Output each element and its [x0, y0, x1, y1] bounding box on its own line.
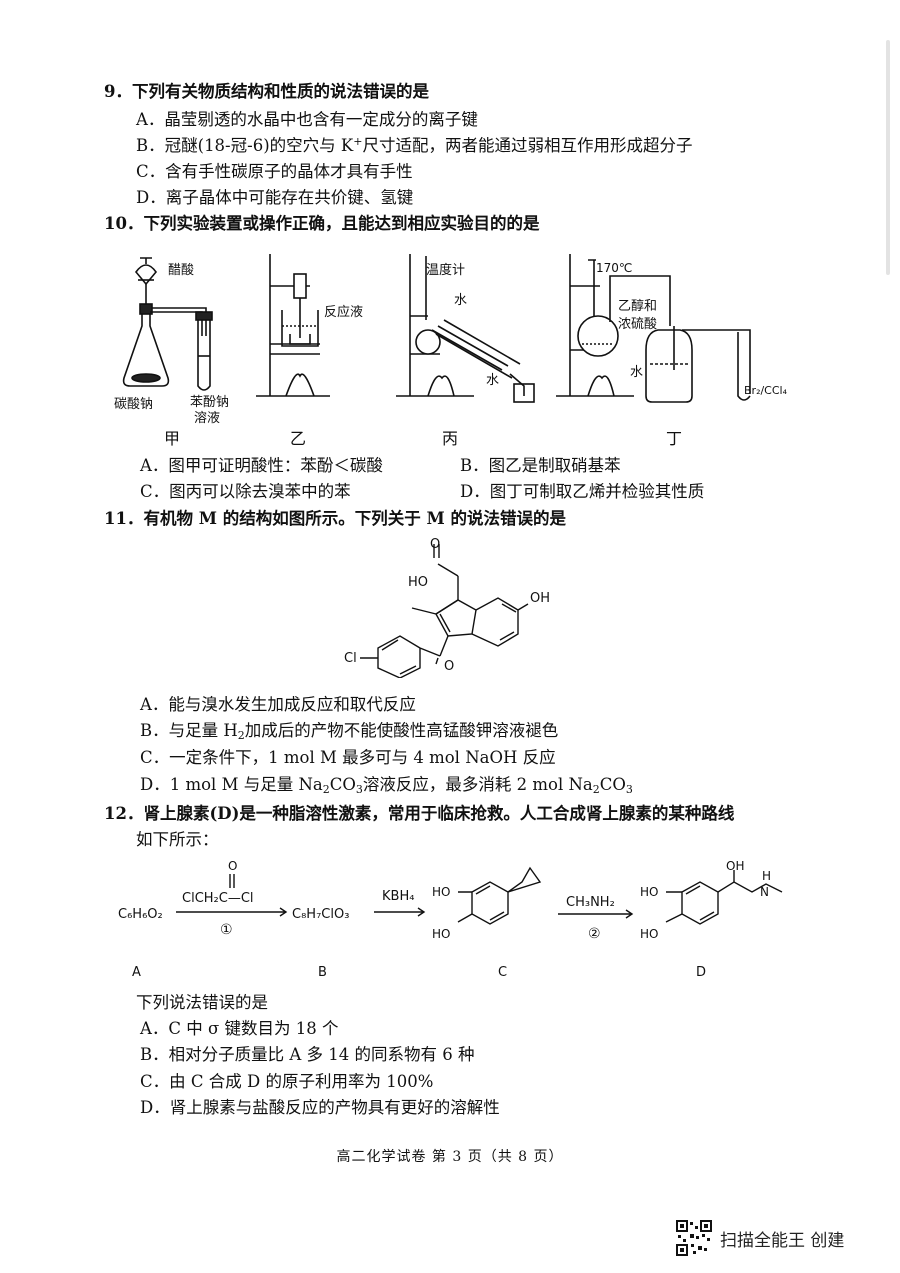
q11-stem: 11．有机物 M 的结构如图所示。下列关于 M 的说法错误的是 — [104, 509, 566, 528]
scheme-c-ho1: HO — [432, 885, 450, 899]
scheme-d-oh: OH — [726, 859, 744, 873]
label-shui-bottom: 水 — [486, 373, 499, 388]
apparatus-jia: 醋酸 碳酸钠 苯酚钠 溶液 — [114, 257, 229, 426]
scheme-b-formula: C₈H₇ClO₃ — [292, 907, 349, 922]
q12-stem: 12．肾上腺素(D)是一种脂溶性激素，常用于临床抢救。人工合成肾上腺素的某种路线 — [104, 804, 735, 823]
scheme-d-h: H — [762, 869, 771, 883]
struct-cl: Cl — [344, 651, 357, 666]
label-temp: 170℃ — [596, 261, 632, 275]
q9-option-b: B．冠醚(18-冠-6)的空穴与 K+尺寸适配，两者能通过弱相互作用形成超分子 — [136, 135, 693, 155]
q11-option-d: D．1 mol M 与足量 Na2CO3溶液反应，最多消耗 2 mol Na2C… — [140, 775, 633, 796]
page-footer: 高二化学试卷 第 3 页（共 8 页） — [336, 1149, 564, 1165]
label-ding: 丁 — [666, 429, 682, 446]
q9-option-a: A．晶莹剔透的水晶中也含有一定成分的离子键 — [136, 110, 478, 129]
scheme-reagent1: ClCH₂C—Cl — [182, 891, 254, 906]
q12-sub-stem: 下列说法错误的是 — [136, 993, 268, 1012]
structure-m: HO O OH Cl O — [344, 538, 550, 678]
struct-oh: OH — [530, 591, 550, 606]
q10-stem: 10．下列实验装置或操作正确，且能达到相应实验目的的是 — [104, 214, 540, 233]
scheme-reagent3: CH₃NH₂ — [566, 895, 615, 910]
scanner-watermark: 扫描全能王 创建 — [676, 1220, 844, 1256]
q11-option-a: A．能与溴水发生加成反应和取代反应 — [140, 695, 416, 714]
scheme-step2: ② — [588, 926, 601, 942]
q12-option-b: B．相对分子质量比 A 多 14 的同系物有 6 种 — [140, 1045, 475, 1064]
label-yi: 乙 — [290, 429, 306, 446]
scheme-reagent1-o: O — [228, 859, 237, 873]
scheme-lbl-a: A — [132, 965, 141, 980]
struct-ho: HO — [408, 575, 428, 590]
scheme-lbl-c: C — [498, 965, 507, 980]
synthesis-scheme: C₆H₆O₂ O ClCH₂C—Cl ① C₈H₇ClO₃ KBH₄ HO HO… — [118, 859, 783, 980]
watermark-text: 扫描全能王 创建 — [720, 1230, 845, 1251]
label-benfenna: 苯酚钠 — [190, 395, 229, 410]
q10-option-d: D．图丁可制取乙烯并检验其性质 — [460, 482, 705, 501]
label-yichun: 乙醇和 — [618, 298, 657, 314]
label-wenduji: 温度计 — [426, 262, 465, 278]
q10-option-c: C．图丙可以除去溴苯中的苯 — [140, 482, 351, 501]
label-rongye: 溶液 — [194, 411, 220, 426]
q11-option-c: C．一定条件下，1 mol M 最多可与 4 mol NaOH 反应 — [140, 748, 556, 767]
struct-o-bottom: O — [444, 659, 454, 674]
apparatus-bing: 温度计 水 水 — [396, 254, 535, 403]
qr-code-icon — [676, 1220, 712, 1256]
q9-stem: 9．下列有关物质结构和性质的说法错误的是 — [104, 82, 429, 101]
label-tansuanna: 碳酸钠 — [114, 397, 153, 412]
q12-option-d: D．肾上腺素与盐酸反应的产物具有更好的溶解性 — [140, 1098, 500, 1117]
q12-stem-cont: 如下所示： — [136, 830, 219, 849]
label-cusuan: 醋酸 — [168, 262, 194, 278]
q11-option-b: B．与足量 H2加成后的产物不能使酸性高锰酸钾溶液褪色 — [140, 721, 559, 742]
scheme-reagent2: KBH₄ — [382, 889, 414, 904]
scheme-lbl-b: B — [318, 965, 327, 980]
q12-option-c: C．由 C 合成 D 的原子利用率为 100% — [140, 1072, 434, 1091]
label-bing: 丙 — [442, 429, 458, 446]
struct-o-top: O — [430, 538, 440, 552]
scheme-step1: ① — [220, 922, 233, 938]
apparatus-yi: 反应液 — [256, 254, 363, 397]
q10-option-a: A．图甲可证明酸性：苯酚＜碳酸 — [140, 456, 383, 475]
scheme-a-formula: C₆H₆O₂ — [118, 907, 163, 922]
label-shui-top: 水 — [454, 293, 467, 308]
scheme-d-ho1: HO — [640, 885, 658, 899]
q10-option-b: B．图乙是制取硝基苯 — [460, 456, 621, 475]
scheme-c-ho2: HO — [432, 927, 450, 941]
q9-option-d: D．离子晶体中可能存在共价键、氢键 — [136, 188, 414, 207]
apparatus-figure: 醋酸 碳酸钠 苯酚钠 溶液 反应液 温度计 水 水 — [114, 254, 788, 446]
scheme-lbl-d: D — [696, 965, 706, 980]
scheme-d-ho2: HO — [640, 927, 658, 941]
scroll-edge — [886, 40, 890, 275]
label-jia: 甲 — [164, 429, 180, 446]
label-shui-ding: 水 — [630, 365, 643, 380]
label-fanyingye: 反应液 — [324, 304, 363, 320]
label-nongliusuan: 浓硫酸 — [618, 317, 657, 332]
apparatus-ding: 170℃ 乙醇和 浓硫酸 水 Br₂/CCl₄ — [556, 254, 788, 403]
q9-option-c: C．含有手性碳原子的晶体才具有手性 — [136, 162, 413, 181]
label-br2: Br₂/CCl₄ — [744, 384, 788, 397]
scheme-d-n: N — [760, 885, 769, 899]
q12-option-a: A．C 中 σ 键数目为 18 个 — [140, 1019, 339, 1038]
